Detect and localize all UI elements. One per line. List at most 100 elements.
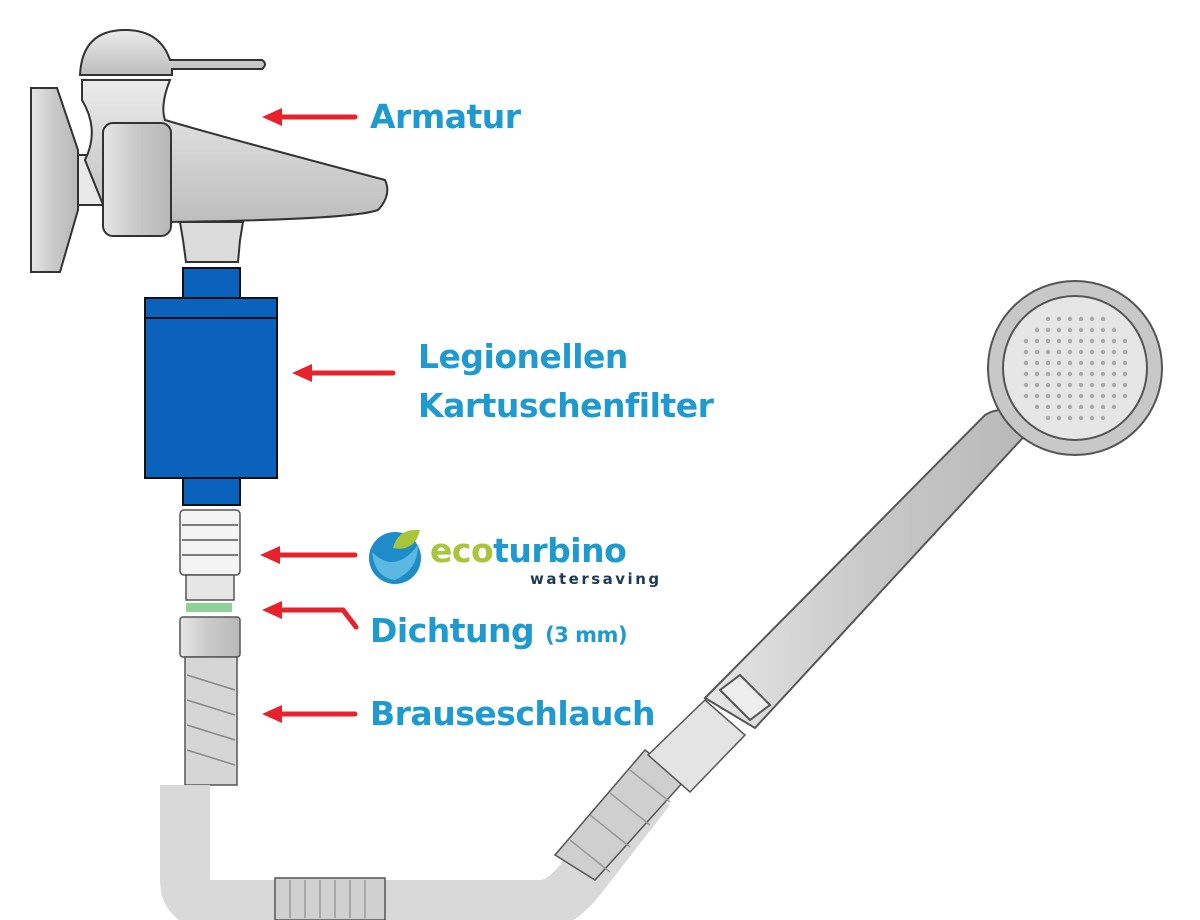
nozzle-dot	[1111, 327, 1117, 333]
nozzle-dot	[1100, 404, 1106, 410]
nozzle-dot	[1078, 338, 1084, 344]
nozzle-dot	[1078, 327, 1084, 333]
nozzle-dot	[1089, 393, 1095, 399]
nozzle-dot	[1056, 415, 1062, 421]
nozzle-dot	[1034, 360, 1040, 366]
nozzle-dot	[1034, 327, 1040, 333]
nozzle-dot	[1045, 393, 1051, 399]
gasket	[186, 603, 232, 612]
nozzle-dot	[1067, 349, 1073, 355]
nozzle-dot	[1045, 349, 1051, 355]
nozzle-dot	[1078, 393, 1084, 399]
logo-tagline: watersaving	[530, 570, 662, 588]
nozzle-dot	[1100, 371, 1106, 377]
nozzle-dot	[1056, 360, 1062, 366]
nozzle-dot	[1056, 371, 1062, 377]
nozzle-dot	[1078, 404, 1084, 410]
nozzle-dot	[1100, 393, 1106, 399]
nozzle-dot	[1034, 393, 1040, 399]
nozzle-dot	[1100, 382, 1106, 388]
nozzle-dot	[1045, 371, 1051, 377]
label-brauseschlauch: Brauseschlauch	[370, 694, 656, 733]
nozzle-dot	[1056, 316, 1062, 322]
nozzle-dot	[1111, 393, 1117, 399]
nozzle-dot	[1023, 371, 1029, 377]
nozzle-dot	[1111, 338, 1117, 344]
logo-turbino: turbino	[493, 531, 627, 570]
nozzle-dot	[1023, 393, 1029, 399]
nozzle-dot	[1045, 338, 1051, 344]
nozzle-dot	[1056, 393, 1062, 399]
nozzle-dot	[1111, 382, 1117, 388]
nozzle-dot	[1067, 360, 1073, 366]
nozzle-dot	[1067, 338, 1073, 344]
nozzle-dot	[1122, 371, 1128, 377]
nozzle-dot	[1045, 316, 1051, 322]
nozzle-dot	[1089, 404, 1095, 410]
nozzle-dot	[1089, 360, 1095, 366]
arrow-dichtung	[272, 607, 359, 630]
nozzle-dot	[1034, 371, 1040, 377]
nozzle-dot	[1034, 404, 1040, 410]
nozzle-dot	[1089, 349, 1095, 355]
nozzle-dot	[1100, 338, 1106, 344]
hand-shower	[703, 280, 1163, 730]
ecoturbino-logo: ecoturbino	[430, 531, 627, 570]
nozzle-dot	[1078, 371, 1084, 377]
nozzle-dot	[1122, 338, 1128, 344]
arrows	[260, 108, 396, 723]
nozzle-dot	[1078, 349, 1084, 355]
nozzle-dot	[1056, 349, 1062, 355]
nozzle-dot	[1089, 327, 1095, 333]
nozzle-dot	[1034, 338, 1040, 344]
nozzle-dot	[1089, 415, 1095, 421]
nozzle-dot	[1100, 349, 1106, 355]
nozzle-dot	[1056, 327, 1062, 333]
nozzle-dot	[1078, 415, 1084, 421]
dichtung-text: Dichtung	[370, 611, 535, 650]
nozzle-dot	[1045, 415, 1051, 421]
nozzle-dot	[1023, 382, 1029, 388]
nozzle-dot	[1100, 316, 1106, 322]
nozzle-dot	[1067, 415, 1073, 421]
shower-hose	[160, 616, 747, 920]
nozzle-dot	[1067, 404, 1073, 410]
nozzle-dot	[1045, 360, 1051, 366]
nozzle-dot	[1067, 382, 1073, 388]
nozzle-dot	[1067, 371, 1073, 377]
ecoturbino-adapter	[179, 509, 241, 601]
label-filter-line1: Legionellen	[418, 337, 628, 376]
nozzle-dot	[1089, 371, 1095, 377]
nozzle-dot	[1056, 338, 1062, 344]
nozzle-dot	[1078, 316, 1084, 322]
nozzle-dot	[1067, 393, 1073, 399]
nozzle-dot	[1111, 349, 1117, 355]
nozzle-dot	[1111, 404, 1117, 410]
label-filter-line2: Kartuschenfilter	[418, 386, 714, 425]
nozzle-dot	[1034, 382, 1040, 388]
nozzle-dot	[1023, 349, 1029, 355]
nozzle-dot	[1023, 360, 1029, 366]
nozzle-dot	[1100, 415, 1106, 421]
nozzle-dot	[1089, 382, 1095, 388]
nozzle-dot	[1067, 316, 1073, 322]
nozzle-dot	[1045, 327, 1051, 333]
label-armatur: Armatur	[370, 97, 521, 136]
nozzle-dot	[1089, 316, 1095, 322]
nozzle-dot	[1089, 338, 1095, 344]
nozzle-dot	[1078, 382, 1084, 388]
logo-eco: eco	[430, 531, 494, 570]
nozzle-dot	[1111, 371, 1117, 377]
nozzle-dot	[1111, 360, 1117, 366]
nozzle-dot	[1034, 349, 1040, 355]
nozzle-dot	[1122, 382, 1128, 388]
nozzle-dot	[1100, 360, 1106, 366]
faucet	[30, 28, 389, 273]
cartridge-filter	[144, 267, 278, 506]
label-dichtung: Dichtung (3 mm)	[370, 611, 628, 650]
nozzle-dot	[1056, 404, 1062, 410]
nozzle-dot	[1056, 382, 1062, 388]
nozzle-dot	[1045, 404, 1051, 410]
